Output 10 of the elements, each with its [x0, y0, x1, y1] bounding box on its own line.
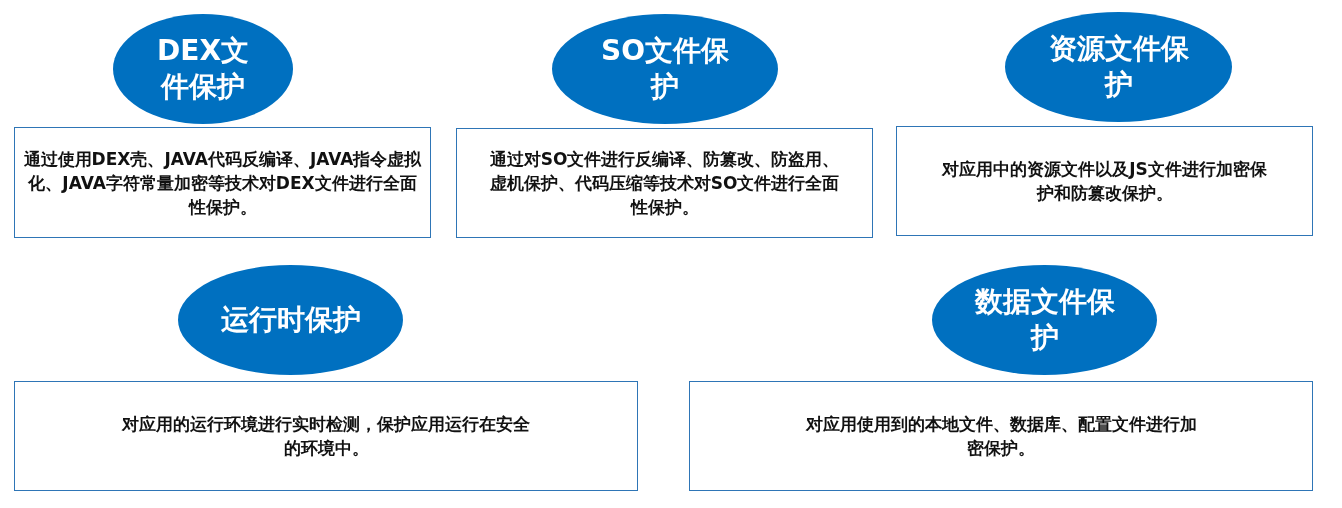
description-box: 对应用的运行环境进行实时检测，保护应用运行在安全的环境中。	[14, 381, 638, 491]
title-ellipse: 资源文件保护	[1005, 12, 1232, 122]
title-ellipse: 数据文件保护	[932, 265, 1157, 375]
title-ellipse: DEX文件保护	[113, 14, 293, 124]
title-ellipse: 运行时保护	[178, 265, 403, 375]
description-box: 通过使用DEX壳、JAVA代码反编译、JAVA指令虚拟化、JAVA字符常量加密等技术对DEX文件进行全面性保护。	[14, 127, 431, 238]
description-box: 通过对SO文件进行反编译、防篡改、防盗用、虚机保护、代码压缩等技术对SO文件进行全面性保护。	[456, 128, 873, 238]
description-box: 对应用中的资源文件以及JS文件进行加密保护和防篡改保护。	[896, 126, 1313, 236]
title-ellipse: SO文件保护	[552, 14, 778, 124]
description-box: 对应用使用到的本地文件、数据库、配置文件进行加密保护。	[689, 381, 1313, 491]
